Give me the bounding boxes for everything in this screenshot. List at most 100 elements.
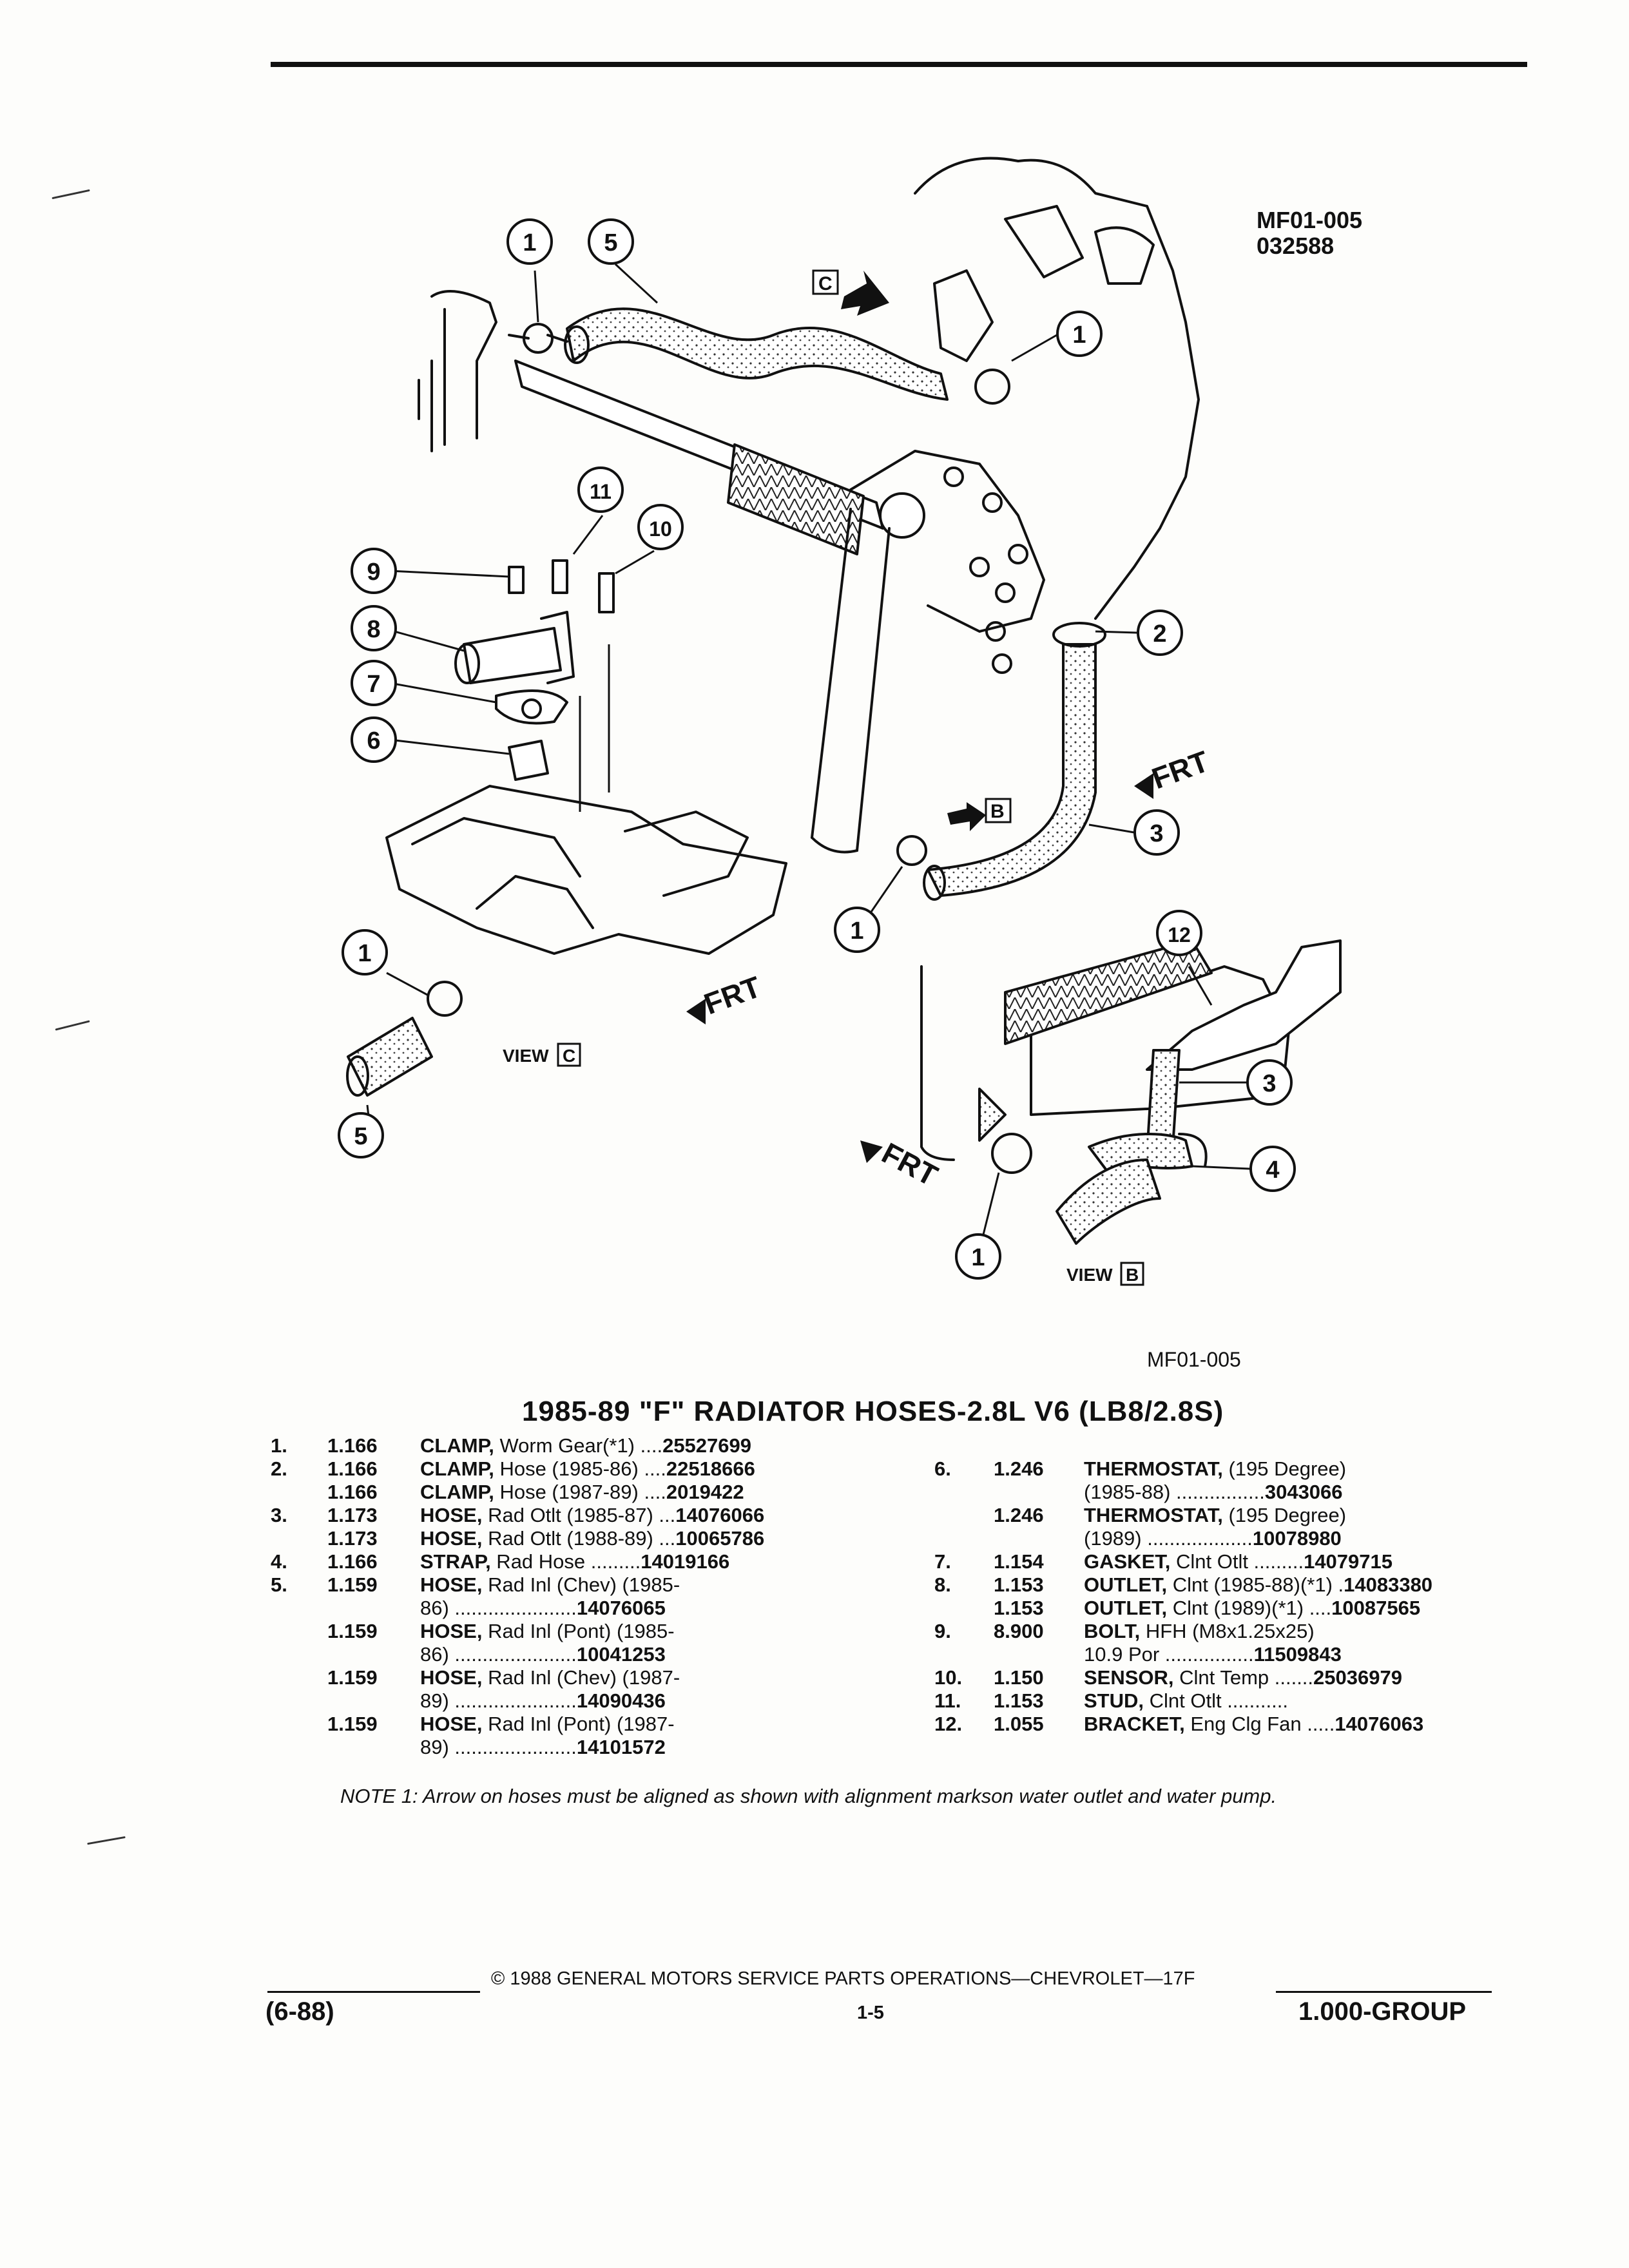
part-desc: Clnt Temp ....... bbox=[1173, 1666, 1314, 1689]
part-number: 8. bbox=[934, 1573, 951, 1596]
group-code: 1.166 bbox=[327, 1457, 378, 1480]
part-number: 7. bbox=[934, 1550, 951, 1573]
part-pn: 25036979 bbox=[1313, 1666, 1402, 1689]
part-pn: 10065786 bbox=[675, 1527, 765, 1550]
part-desc: Hose (1987-89) .... bbox=[494, 1481, 666, 1503]
part-pn: 14079715 bbox=[1304, 1550, 1393, 1573]
part-name: STRAP, bbox=[420, 1550, 491, 1573]
part-pn: 22518666 bbox=[666, 1457, 755, 1480]
part-desc: Rad Inl (Pont) (1985- bbox=[482, 1620, 675, 1642]
part-name: HOSE, bbox=[420, 1573, 483, 1596]
part-name: BOLT, bbox=[1084, 1620, 1141, 1642]
group-code: 1.246 bbox=[994, 1504, 1044, 1526]
part-number: 3. bbox=[271, 1504, 287, 1526]
callout-label: 1 bbox=[358, 940, 371, 967]
callout-label: 2 bbox=[1153, 620, 1166, 648]
footer-rule-left bbox=[267, 1991, 480, 1993]
part-name: OUTLET, bbox=[1084, 1573, 1168, 1596]
part-pn: 2019422 bbox=[666, 1481, 744, 1503]
frt-label: FRT bbox=[700, 970, 766, 1021]
part-name: STUD, bbox=[1084, 1689, 1144, 1712]
arrow-b-letter: B bbox=[990, 801, 1005, 822]
part-desc: Eng Clg Fan ..... bbox=[1184, 1713, 1335, 1735]
part-name: THERMOSTAT, bbox=[1084, 1457, 1223, 1480]
part-desc: HFH (M8x1.25x25) bbox=[1140, 1620, 1315, 1642]
part-pn: 14076066 bbox=[675, 1504, 765, 1526]
part-number: 6. bbox=[934, 1457, 951, 1480]
part-name: HOSE, bbox=[420, 1504, 483, 1526]
group-code: 1.154 bbox=[994, 1550, 1044, 1573]
callout-label: 1 bbox=[523, 229, 536, 256]
group-code: 1.153 bbox=[994, 1689, 1044, 1712]
part-name: GASKET, bbox=[1084, 1550, 1171, 1573]
group-code: 1.173 bbox=[327, 1504, 378, 1526]
group-code: 1.159 bbox=[327, 1713, 378, 1735]
part-pn: 14076065 bbox=[576, 1597, 666, 1619]
part-pn: 11509843 bbox=[1253, 1643, 1342, 1666]
group-code: 1.166 bbox=[327, 1481, 378, 1503]
callout-label: 1 bbox=[1072, 322, 1086, 349]
part-number: 1. bbox=[271, 1434, 287, 1457]
radiator-hose-diagram: C B FRT FRT FRT bbox=[338, 157, 1342, 1286]
group-code: 1.159 bbox=[327, 1666, 378, 1689]
part-desc: Rad Inl (Chev) (1987- bbox=[482, 1666, 680, 1689]
frt-label: FRT bbox=[876, 1136, 943, 1193]
part-desc: Rad Otlt (1988-89) ... bbox=[482, 1527, 676, 1550]
arrow-c-letter: C bbox=[818, 273, 833, 294]
margin-mark bbox=[87, 1836, 126, 1845]
part-desc: Rad Inl (Pont) (1987- bbox=[482, 1713, 675, 1735]
part-desc: (195 Degree) bbox=[1222, 1457, 1347, 1480]
part-number: 4. bbox=[271, 1550, 287, 1573]
callout-label: 7 bbox=[367, 671, 380, 698]
figure-id-line1: MF01-005 bbox=[1257, 207, 1363, 233]
group-code: 1.055 bbox=[994, 1713, 1044, 1735]
part-desc: Hose (1985-86) .... bbox=[494, 1457, 666, 1480]
part-pn: 25527699 bbox=[662, 1434, 752, 1457]
callout-label: 9 bbox=[367, 559, 380, 586]
part-desc: Worm Gear(*1) .... bbox=[494, 1434, 663, 1457]
part-desc: (1985-88) ................ bbox=[1084, 1481, 1265, 1503]
part-desc: Rad Inl (Chev) (1985- bbox=[482, 1573, 680, 1596]
part-desc: Rad Hose ......... bbox=[490, 1550, 641, 1573]
callout-label: 1 bbox=[971, 1244, 985, 1271]
alignment-note: NOTE 1: Arrow on hoses must be aligned a… bbox=[340, 1785, 1277, 1807]
part-name: HOSE, bbox=[420, 1527, 483, 1550]
part-desc: 86) ...................... bbox=[420, 1643, 577, 1666]
callout-label: 5 bbox=[604, 229, 617, 256]
group-code: 1.159 bbox=[327, 1620, 378, 1642]
part-number: 10. bbox=[934, 1666, 963, 1689]
part-name: CLAMP, bbox=[420, 1457, 494, 1480]
callout-label: 12 bbox=[1168, 923, 1191, 947]
part-number: 11. bbox=[934, 1689, 961, 1712]
part-name: THERMOSTAT, bbox=[1084, 1504, 1223, 1526]
part-pn: 3043066 bbox=[1264, 1481, 1343, 1503]
part-pn: 10087565 bbox=[1331, 1597, 1421, 1619]
footer-rule-right bbox=[1276, 1991, 1492, 1993]
group-code: 1.159 bbox=[327, 1573, 378, 1596]
callout-label: 5 bbox=[354, 1123, 367, 1150]
part-desc: Clnt (1989)(*1) .... bbox=[1167, 1597, 1332, 1619]
callout-label: 4 bbox=[1266, 1157, 1279, 1184]
group-code: 1.246 bbox=[994, 1457, 1044, 1480]
group-code: 1.166 bbox=[327, 1550, 378, 1573]
group-code: 1.173 bbox=[327, 1527, 378, 1550]
part-desc: (195 Degree) bbox=[1222, 1504, 1347, 1526]
part-name: HOSE, bbox=[420, 1666, 483, 1689]
part-number: 5. bbox=[271, 1573, 287, 1596]
part-desc: 89) ...................... bbox=[420, 1736, 577, 1758]
group-code: 8.900 bbox=[994, 1620, 1044, 1642]
footer-page-number: 1-5 bbox=[857, 2003, 884, 2023]
part-pn: 10078980 bbox=[1252, 1527, 1342, 1550]
group-code: 1.153 bbox=[994, 1573, 1044, 1596]
group-code: 1.150 bbox=[994, 1666, 1044, 1689]
part-desc: Rad Otlt (1985-87) ... bbox=[482, 1504, 676, 1526]
part-pn: 14083380 bbox=[1344, 1573, 1433, 1596]
part-name: HOSE, bbox=[420, 1620, 483, 1642]
footer-group: 1.000-GROUP bbox=[1298, 1997, 1467, 2026]
footer-date: (6-88) bbox=[265, 1997, 334, 2026]
part-name: CLAMP, bbox=[420, 1481, 494, 1503]
view-b-label: VIEW bbox=[1066, 1265, 1113, 1285]
part-pn: 14019166 bbox=[641, 1550, 730, 1573]
